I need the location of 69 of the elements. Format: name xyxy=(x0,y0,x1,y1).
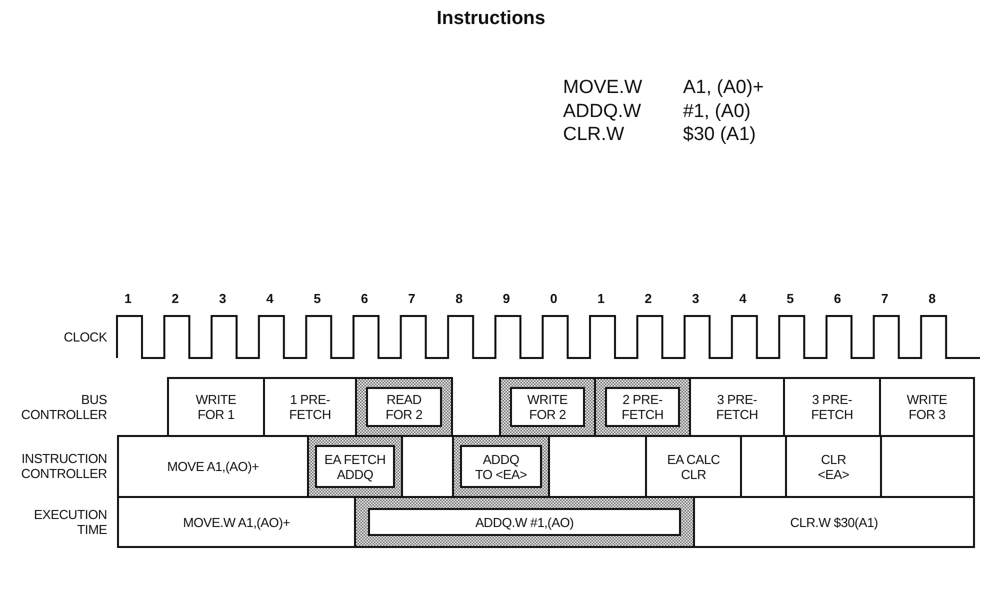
cell-text: EA CALC CLR xyxy=(666,452,721,482)
cell-text: CLR.W $30(A1) xyxy=(790,514,878,530)
shaded-frame xyxy=(356,498,695,548)
shaded-frame xyxy=(499,377,596,435)
row-label: EXECUTION TIME xyxy=(32,507,107,537)
cell-text: 3 PRE- FETCH xyxy=(715,392,759,422)
clock-cycle-number: 1 xyxy=(124,291,132,306)
instruction-text: MOVE.W xyxy=(563,76,642,100)
cell-text: 1 PRE- FETCH xyxy=(288,392,332,422)
clock-cycle-number: 8 xyxy=(928,291,936,306)
clock-cycle-number: 6 xyxy=(834,291,842,306)
title: Instructions xyxy=(436,8,546,30)
clock-cycle-number: 3 xyxy=(692,291,700,306)
clock-cycle-number: 4 xyxy=(739,291,746,306)
instruction-text: CLR.W xyxy=(563,123,624,147)
timing-cell xyxy=(368,508,681,536)
shaded-frame xyxy=(596,377,691,435)
clock-cycle-number: 8 xyxy=(455,291,463,306)
cell-text: MOVE.W A1,(AO)+ xyxy=(182,514,290,530)
cell-text: MOVE A1,(AO)+ xyxy=(167,459,259,474)
timing-cell xyxy=(785,377,881,435)
clock-cycle-number: 5 xyxy=(314,291,321,306)
instruction-text: ADDQ.W xyxy=(563,100,642,124)
clock-cycle-number: 5 xyxy=(786,291,794,306)
clock-cycle-number: 4 xyxy=(266,291,274,306)
cell-text: CLR <EA> xyxy=(816,452,850,482)
clock-cycle-number: 7 xyxy=(881,291,888,306)
cell-text: WRITE FOR 2 xyxy=(526,392,569,422)
cell-text: READ FOR 2 xyxy=(384,392,424,422)
shaded-frame xyxy=(454,435,550,498)
timing-cell xyxy=(315,445,395,488)
timing-cell xyxy=(691,377,785,435)
cell-text: ADDQ.W #1,(AO) xyxy=(475,514,574,530)
instruction-text: A1, (A0)+ xyxy=(683,76,764,100)
clock-cycle-number: 9 xyxy=(502,291,510,306)
clock-cycle-number: 7 xyxy=(408,291,416,306)
row-label: CLOCK xyxy=(62,330,107,344)
timing-cell xyxy=(787,435,882,498)
empty-cell xyxy=(403,435,454,498)
timing-cell xyxy=(366,387,442,427)
timing-cell xyxy=(881,377,975,435)
timing-cell xyxy=(647,435,742,498)
timing-cell xyxy=(605,387,680,427)
clock-cycle-number: 2 xyxy=(644,291,652,306)
cell-text: WRITE FOR 1 xyxy=(194,392,238,422)
cell-text: WRITE FOR 3 xyxy=(906,392,948,422)
cell-text: 2 PRE- FETCH xyxy=(620,392,664,422)
cell-text: 3 PRE- FETCH xyxy=(810,392,854,422)
timing-cell xyxy=(117,435,309,498)
empty-cell xyxy=(742,435,787,498)
clock-cycle-number: 0 xyxy=(550,291,558,306)
clock-cycle-number: 2 xyxy=(172,291,179,306)
cell-text: ADDQ TO <EA> xyxy=(474,452,528,482)
instruction-text: $30 (A1) xyxy=(683,123,756,147)
clock-cycle-number: 6 xyxy=(360,291,368,306)
timing-cell xyxy=(265,377,357,435)
instruction-text: #1, (A0) xyxy=(683,100,751,124)
row-label: BUS CONTROLLER xyxy=(20,392,107,422)
cell-text: EA FETCH ADDQ xyxy=(323,452,387,482)
shaded-frame xyxy=(309,435,403,498)
clock-cycle-number: 1 xyxy=(597,291,605,306)
timing-cell xyxy=(117,498,356,548)
timing-cell xyxy=(167,377,265,435)
timing-cell xyxy=(460,445,542,488)
timing-cell xyxy=(695,498,975,548)
clock-cycle-number: 3 xyxy=(218,291,226,306)
row-label: INSTRUCTION CONTROLLER xyxy=(20,451,107,481)
timing-cell xyxy=(510,387,585,427)
shaded-frame xyxy=(357,377,453,435)
